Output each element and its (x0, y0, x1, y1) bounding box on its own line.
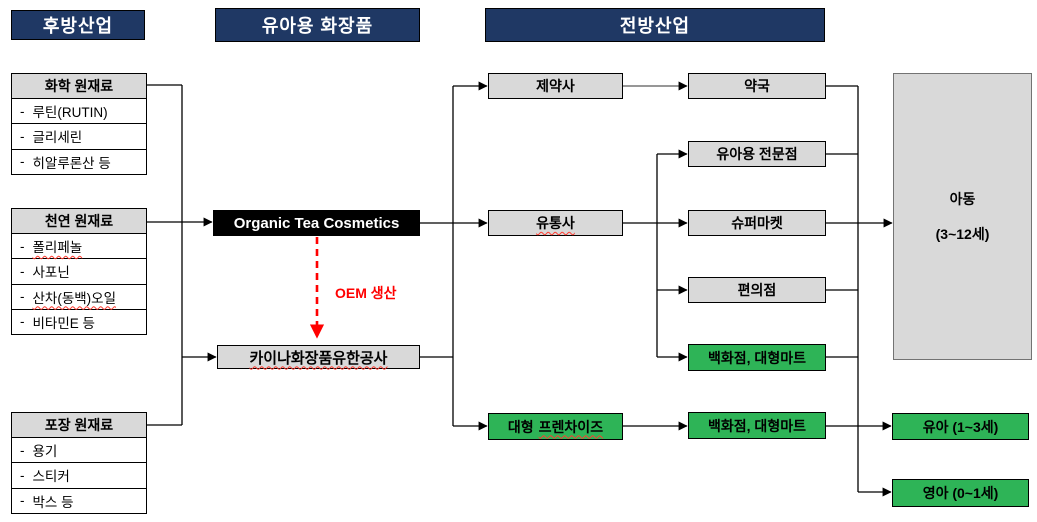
list-item: 사포닌 (12, 259, 146, 285)
list-item: 글리세린 (12, 124, 146, 150)
node-dept-store-mart-2: 백화점, 대형마트 (688, 412, 826, 439)
raw-material-box-chemical: 화학 원재료 루틴(RUTIN) 글리세린 히알루론산 등 (11, 73, 147, 175)
list-item: 폴리페놀 (12, 234, 146, 260)
node-convenience-store: 편의점 (688, 277, 826, 303)
brand-box: Organic Tea Cosmetics (213, 210, 420, 236)
oem-company-box: 카이나화장품유한공사 (217, 345, 420, 369)
list-header: 포장 원재료 (12, 413, 146, 438)
node-pharmacy: 약국 (688, 73, 826, 99)
node-pharma-company: 제약사 (488, 73, 623, 99)
raw-material-box-natural: 천연 원재료 폴리페놀 사포닌 산차(동백)오일 비타민E 등 (11, 208, 147, 335)
consumer-child-line1: 아동 (949, 191, 976, 207)
consumer-child-line2: (3~12세) (935, 226, 990, 242)
raw-material-box-packaging: 포장 원재료 용기 스티커 박스 등 (11, 412, 147, 514)
list-item: 히알루론산 등 (12, 150, 146, 174)
list-item: 비타민E 등 (12, 310, 146, 334)
consumer-toddler-box: 유아 (1~3세) (892, 413, 1029, 440)
consumer-infant-box: 영아 (0~1세) (892, 479, 1029, 507)
list-header: 천연 원재료 (12, 209, 146, 234)
node-supermarket: 슈퍼마켓 (688, 210, 826, 236)
node-large-franchise: 대형 프렌차이즈 (488, 413, 623, 440)
list-item: 산차(동백)오일 (12, 285, 146, 310)
list-item: 스티커 (12, 463, 146, 489)
consumer-child-box: 아동 (3~12세) (893, 73, 1032, 360)
list-item: 박스 등 (12, 489, 146, 513)
list-item: 용기 (12, 438, 146, 464)
node-baby-specialty-store: 유아용 전문점 (688, 141, 826, 167)
list-item: 루틴(RUTIN) (12, 99, 146, 125)
header-product: 유아용 화장품 (215, 8, 420, 42)
oem-production-label: OEM 생산 (335, 285, 397, 301)
node-dept-store-mart-1: 백화점, 대형마트 (688, 344, 826, 371)
header-forward-industry: 전방산업 (485, 8, 825, 42)
list-header: 화학 원재료 (12, 74, 146, 99)
node-distributor: 유통사 (488, 210, 623, 236)
header-backward-industry: 후방산업 (11, 10, 145, 40)
